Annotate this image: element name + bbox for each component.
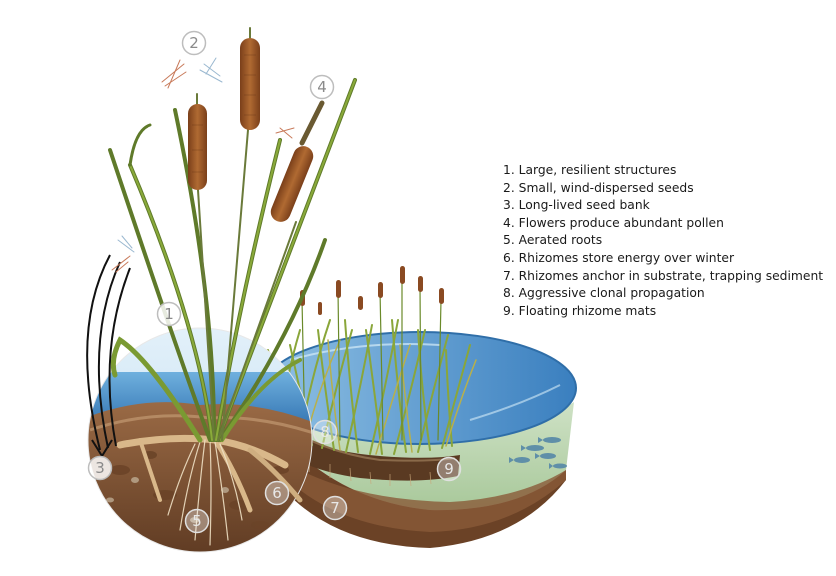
svg-text:4: 4	[317, 78, 327, 96]
legend-item-5: 5. Aerated roots	[503, 233, 603, 248]
marker-9: 9	[436, 456, 462, 482]
svg-text:5: 5	[192, 512, 202, 530]
svg-text:2: 2	[189, 34, 199, 52]
legend-item-6: 6. Rhizomes store energy over winter	[503, 250, 735, 265]
legend-item-2: 2. Small, wind-dispersed seeds	[503, 180, 694, 195]
marker-4: 4	[309, 74, 335, 100]
legend-item-9: 9. Floating rhizome mats	[503, 303, 657, 318]
legend-item-3: 3. Long-lived seed bank	[503, 198, 650, 213]
legend-item-1: 1. Large, resilient structures	[503, 163, 677, 177]
marker-6: 6	[264, 480, 290, 506]
legend-item-4: 4. Flowers produce abundant pollen	[503, 215, 724, 230]
marker-5: 5	[184, 508, 210, 534]
rhizome-system	[116, 434, 303, 546]
marker-7: 7	[322, 495, 348, 521]
marker-2: 2	[181, 30, 207, 56]
legend-item-7: 7. Rhizomes anchor in substrate, trappin…	[503, 268, 824, 283]
legend-item-8: 8. Aggressive clonal propagation	[503, 286, 705, 301]
marker-3: 3	[87, 455, 113, 481]
legend-list: 1. Large, resilient structures 2. Small,…	[503, 162, 823, 320]
marker-1: 1	[156, 301, 182, 327]
cattail-seed-heads	[188, 38, 314, 222]
svg-text:6: 6	[272, 484, 282, 502]
svg-text:8: 8	[320, 423, 330, 441]
svg-text:3: 3	[95, 459, 105, 477]
marker-8: 8	[312, 419, 338, 445]
cattail-plant	[108, 27, 357, 443]
svg-text:7: 7	[330, 499, 340, 517]
fish-school	[509, 437, 567, 469]
svg-text:1: 1	[164, 305, 174, 323]
seed-dispersal-arrows	[86, 254, 131, 458]
svg-text:9: 9	[444, 460, 454, 478]
seed-tufts	[111, 57, 295, 273]
